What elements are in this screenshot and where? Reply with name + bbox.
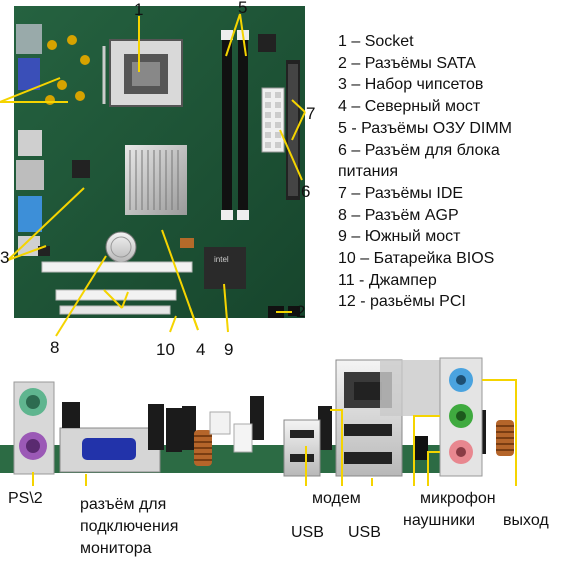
label-microphone: микрофон (420, 490, 496, 507)
pci-slots (41, 261, 193, 315)
io-heatsink (380, 360, 440, 416)
label-monitor-2: подключения (80, 518, 179, 535)
usb-ports-left (283, 419, 321, 477)
callout-3: 3 (0, 248, 10, 267)
callout-7: 7 (306, 104, 316, 123)
cpu-socket (102, 39, 183, 107)
legend-item-1: 1 – Socket (338, 33, 414, 50)
northbridge-heatsink (125, 145, 187, 215)
lan-usb-stack (335, 359, 403, 477)
callout-lines (0, 13, 306, 337)
label-monitor-3: монитора (80, 540, 152, 557)
legend-item-11: 11 - Джампер (338, 271, 437, 289)
legend-item-2: 2 – Разъёмы SATA (338, 54, 476, 72)
legend-item-3: 3 – Набор чипсетов (338, 76, 484, 94)
io-stack-lan (16, 160, 44, 190)
callout-5: 5 (238, 0, 248, 17)
callout-4: 4 (196, 340, 206, 359)
atx-power-connector (261, 87, 285, 153)
port-callout-lines (32, 379, 517, 486)
callout-8: 8 (50, 338, 60, 357)
chip-brand-text: intel (214, 255, 229, 264)
io-stack-audio (18, 196, 42, 232)
io-stack-ps2 (16, 24, 42, 54)
label-ps2: PS\2 (8, 490, 43, 507)
vga-port (59, 427, 161, 473)
callout-10: 10 (156, 340, 175, 359)
legend-item-8: 8 – Разъём AGP (338, 206, 459, 224)
label-modem: модем (312, 490, 361, 507)
ps2-ports (13, 381, 55, 475)
label-usb-right: USB (348, 524, 381, 541)
jumper-block (414, 436, 428, 460)
callout-1: 1 (134, 0, 144, 19)
audio-ports (439, 357, 483, 477)
label-headphones: наушники (403, 512, 476, 529)
legend-item-7: 7 – Разъёмы IDE (338, 184, 464, 202)
motherboard: intel (14, 6, 305, 318)
legend-item-5: 5 - Разъёмы ОЗУ DIMM (338, 119, 512, 137)
label-monitor-1: разъём для (80, 496, 167, 513)
io-stack-vga (18, 58, 40, 90)
callout-6: 6 (301, 182, 311, 201)
legend-item-6: 6 – Разъём для блока питания (338, 141, 500, 181)
callout-2: 2 (296, 302, 306, 321)
legend-item-9: 9 – Южный мост (338, 228, 461, 246)
legend: 1 – Socket 2 – Разъёмы SATA 3 – Набор чи… (338, 31, 558, 313)
southbridge-chip: intel (204, 247, 246, 289)
legend-item-10: 10 – Батарейка BIOS (338, 250, 495, 268)
callout-9: 9 (224, 340, 234, 359)
io-stack-usb1 (18, 130, 42, 156)
io-panel (0, 357, 514, 477)
label-output: выход (503, 512, 549, 529)
inductor-coil-left (194, 430, 212, 466)
legend-item-12: 12 - разьёмы PCI (338, 293, 466, 311)
inductor-coil-right (496, 420, 514, 456)
label-usb-left: USB (291, 524, 324, 541)
bios-battery (105, 231, 137, 263)
legend-item-4: 4 – Северный мост (338, 98, 481, 116)
